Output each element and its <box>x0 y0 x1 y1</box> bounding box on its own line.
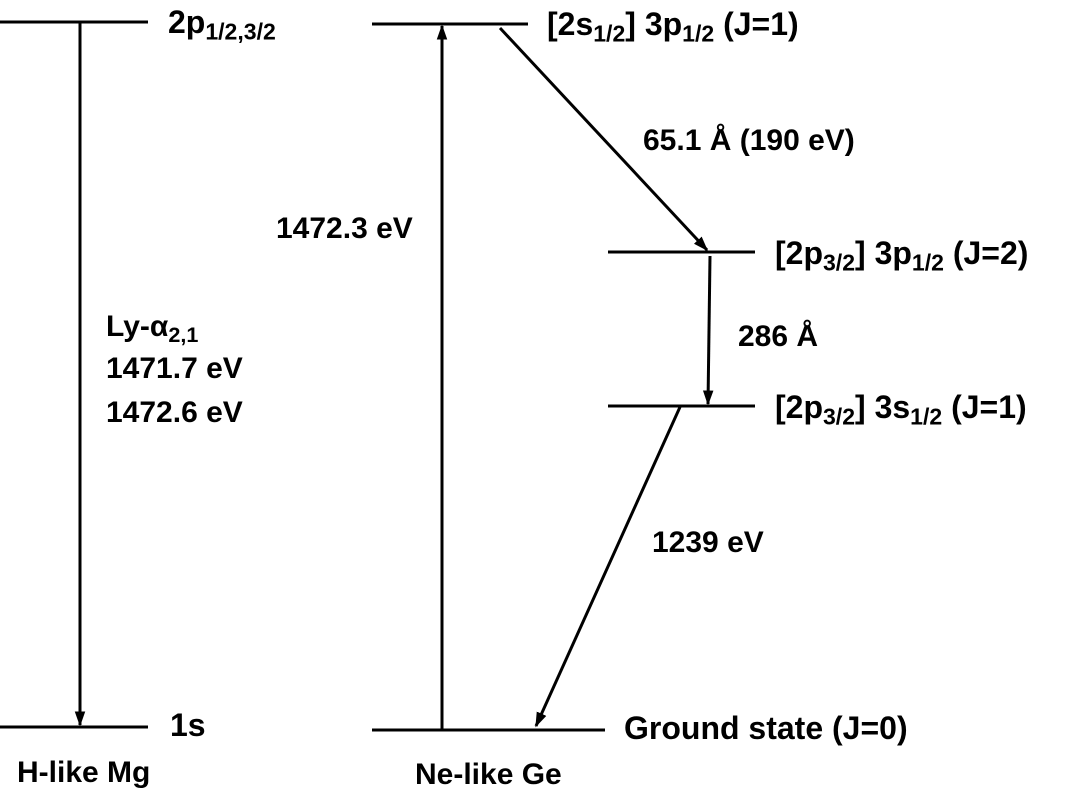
label-ne-1239: 1239 eV <box>652 526 764 559</box>
column-label-ne-like: Ne-like Ge <box>415 758 562 791</box>
label-ne-286: 286 Å <box>738 320 819 353</box>
label-ne-excitation: 1472.3 eV <box>276 212 413 245</box>
label-ly-alpha-name: Ly-α2,1 <box>106 310 199 348</box>
column-label-h-like: H-like Mg <box>17 756 151 789</box>
label-h-1s: 1s <box>170 707 206 743</box>
label-ne-3s12-j1: [2p3/2] 3s1/2 (J=1) <box>775 389 1027 430</box>
label-ly-alpha-energy-2: 1472.6 eV <box>106 396 243 429</box>
label-ly-alpha-energy-1: 1471.7 eV <box>106 352 243 385</box>
arrow-ne-1239 <box>534 406 682 728</box>
label-ne-3p12-j2: [2p3/2] 3p1/2 (J=2) <box>775 235 1029 276</box>
label-h-2p: 2p1/2,3/2 <box>168 4 276 45</box>
label-ne-65: 65.1 Å (190 eV) <box>643 124 855 157</box>
arrow-ne-286 <box>702 255 714 406</box>
label-ne-ground: Ground state (J=0) <box>624 710 908 746</box>
label-ne-3p12-j1: [2s1/2] 3p1/2 (J=1) <box>547 6 799 47</box>
arrow-ne-65 <box>498 26 709 252</box>
